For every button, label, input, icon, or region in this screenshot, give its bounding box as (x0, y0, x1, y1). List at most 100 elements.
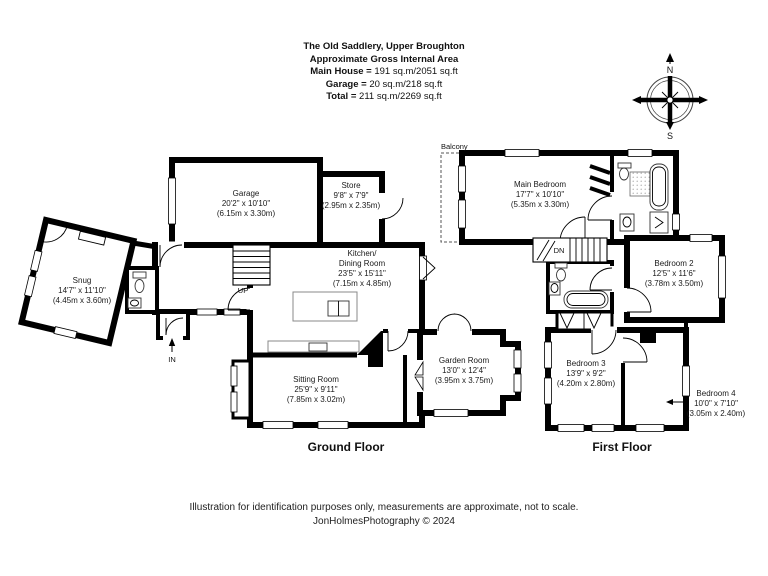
shower-tray-icon (629, 171, 651, 197)
in-label: IN (168, 355, 176, 364)
shower-cubicle-icon (649, 211, 669, 234)
svg-text:(2.95m x 2.35m): (2.95m x 2.35m) (322, 201, 381, 210)
ground-floor-walls (18, 157, 521, 428)
wc-cistern-icon (132, 271, 147, 279)
wc-sink-icon (127, 297, 142, 309)
first-floor-windows (458, 149, 726, 432)
sitting-room-label: Sitting Room 25'9" x 9'11" (7.85m x 3.02… (287, 375, 346, 404)
svg-text:(7.15m x 4.85m): (7.15m x 4.85m) (333, 279, 392, 288)
area-heading: Approximate Gross Internal Area (309, 53, 459, 65)
balcony-label: Balcony (441, 142, 468, 151)
sink-icon (548, 281, 561, 296)
staircase-down (532, 237, 608, 263)
fireplace-icon (77, 230, 107, 246)
store-label: Store 9'8" x 7'9" (2.95m x 2.35m) (322, 181, 381, 210)
ensuite-fixtures (589, 162, 669, 234)
svg-text:(3.95m x 3.75m): (3.95m x 3.75m) (435, 376, 494, 385)
entrance-arrow (168, 338, 176, 352)
disclaimer-text: Illustration for identification purposes… (189, 502, 579, 513)
svg-text:Sitting Room: Sitting Room (293, 375, 339, 384)
toilet-icon (619, 167, 629, 181)
chimney-breast (357, 331, 383, 367)
svg-text:(5.35m x 3.30m): (5.35m x 3.30m) (511, 200, 570, 209)
room-labels: Garage 20'2" x 10'10" (6.15m x 3.30m) St… (53, 180, 746, 418)
main-house-area: Main House = 191 sq.m/2051 sq.ft (310, 66, 458, 77)
bedroom4-label: Bedroom 4 10'0" x 7'10" (3.05m x 2.40m) (687, 389, 746, 418)
bedroom2-label: Bedroom 2 12'5" x 11'6" (3.78m x 3.50m) (645, 259, 704, 288)
bifold-door-icon (414, 360, 424, 376)
svg-text:Garden Room: Garden Room (439, 356, 490, 365)
svg-text:(6.15m x 3.30m): (6.15m x 3.30m) (217, 209, 276, 218)
svg-text:9'8" x 7'9": 9'8" x 7'9" (334, 191, 369, 200)
hob-icon (308, 342, 328, 352)
toilet-cistern-icon (554, 262, 568, 269)
svg-text:Snug: Snug (73, 276, 92, 285)
svg-text:17'7" x 10'10": 17'7" x 10'10" (516, 190, 564, 199)
garden-room-label: Garden Room 13'0" x 12'4" (3.95m x 3.75m… (435, 356, 494, 385)
snug-door-arc (40, 224, 68, 243)
ground-floor-plan (18, 157, 522, 429)
first-floor-label: First Floor (592, 440, 652, 454)
svg-text:20'2" x 10'10": 20'2" x 10'10" (222, 199, 270, 208)
svg-text:10'0" x 7'10": 10'0" x 7'10" (694, 399, 738, 408)
svg-text:(3.05m x 2.40m): (3.05m x 2.40m) (687, 409, 746, 418)
first-floor-plan (440, 149, 726, 432)
svg-text:25'9" x 9'11": 25'9" x 9'11" (294, 385, 337, 394)
up-label: UP (238, 286, 248, 295)
svg-text:(4.20m x 2.80m): (4.20m x 2.80m) (557, 379, 616, 388)
ground-floor-windows (168, 177, 522, 429)
svg-text:13'9" x 9'2": 13'9" x 9'2" (566, 369, 606, 378)
property-name: The Old Saddlery, Upper Broughton (303, 41, 465, 52)
svg-text:Bedroom 2: Bedroom 2 (654, 259, 694, 268)
wc-toilet-icon (134, 279, 145, 293)
kitchen-fixtures (267, 291, 360, 353)
bathtub-icon (649, 163, 669, 211)
kitchen-label: Kitchen/ Dining Room 23'5" x 15'11" (7.1… (333, 249, 392, 288)
svg-text:13'0" x 12'4": 13'0" x 12'4" (442, 366, 486, 375)
kitchen-bay-window (422, 256, 436, 280)
svg-text:Garage: Garage (233, 189, 260, 198)
sink-icon (619, 213, 635, 232)
footer: Illustration for identification purposes… (0, 501, 768, 529)
wardrobe-marks (589, 164, 611, 175)
bedroom3-label: Bedroom 3 13'9" x 9'2" (4.20m x 2.80m) (557, 359, 616, 388)
chimney-breast (640, 330, 656, 343)
svg-text:(3.78m x 3.50m): (3.78m x 3.50m) (645, 279, 704, 288)
bathroom-fixtures (548, 262, 609, 309)
toilet-cistern-icon (617, 162, 632, 169)
svg-text:Bedroom 4: Bedroom 4 (696, 389, 736, 398)
snug-room (18, 216, 138, 347)
wc-fixtures (127, 271, 147, 309)
svg-text:Store: Store (341, 181, 361, 190)
svg-text:23'5" x 15'11": 23'5" x 15'11" (338, 269, 386, 278)
svg-text:Kitchen/: Kitchen/ (348, 249, 378, 258)
bifold-door-icon (559, 312, 575, 330)
closet (555, 310, 614, 332)
garage-area: Garage = 20 sq.m/218 sq.ft (325, 78, 443, 90)
title-block: The Old Saddlery, Upper Broughton Approx… (0, 41, 768, 104)
svg-text:Dining Room: Dining Room (339, 259, 386, 268)
staircase-up (232, 244, 271, 286)
compass-north-label: N (667, 65, 674, 75)
svg-text:Bedroom 3: Bedroom 3 (566, 359, 606, 368)
compass-south-label: S (667, 131, 673, 141)
svg-text:12'5" x 11'6": 12'5" x 11'6" (652, 269, 695, 278)
svg-text:(4.45m x 3.60m): (4.45m x 3.60m) (53, 296, 112, 305)
svg-text:Main Bedroom: Main Bedroom (514, 180, 566, 189)
toilet-icon (556, 268, 566, 282)
svg-text:(7.85m x 3.02m): (7.85m x 3.02m) (287, 395, 346, 404)
ground-floor-doors (158, 193, 472, 392)
credit-text: JonHolmesPhotography © 2024 (313, 516, 455, 527)
bifold-door-icon (586, 312, 602, 330)
svg-text:14'7" x 11'10": 14'7" x 11'10" (58, 286, 106, 295)
total-area: Total = 211 sq.m/2269 sq.ft (326, 91, 442, 102)
compass-rose: N S (632, 53, 708, 141)
snug-label: Snug 14'7" x 11'10" (4.45m x 3.60m) (53, 276, 112, 305)
down-label: DN (554, 246, 565, 255)
bathtub-icon (563, 290, 609, 309)
bedroom4-leader (666, 399, 684, 405)
ground-floor-label: Ground Floor (308, 440, 385, 454)
garage-label: Garage 20'2" x 10'10" (6.15m x 3.30m) (217, 189, 276, 218)
